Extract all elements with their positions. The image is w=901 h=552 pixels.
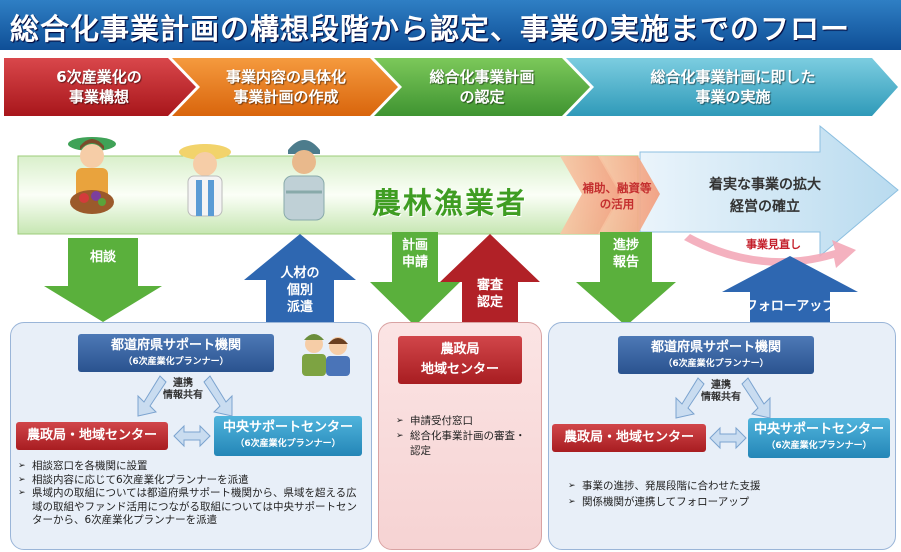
right-pref-support-label: 都道府県サポート機関: [650, 340, 781, 355]
review-arrow: [684, 234, 856, 268]
right-link-label: 連携 情報共有: [701, 380, 741, 403]
report-arrow: [576, 232, 676, 326]
left-central-sub: （6次産業化プランナー）: [235, 439, 341, 449]
right-central-box: 中央サポートセンター （6次産業化プランナー）: [748, 418, 890, 458]
report-label: 進捗 報告: [612, 238, 639, 270]
left-bullet-item: 県域内の取組については都道府県サポート機関から、県域を超える広域の取組やファンド…: [18, 487, 360, 528]
left-bullet-item: 相談内容に応じて6次産業化プランナーを派遣: [18, 474, 360, 488]
dispatch-arrow: [244, 234, 356, 326]
support-chevron-1: [560, 156, 622, 234]
apply-label: 計画 申請: [401, 238, 428, 270]
flow-arrows: [44, 232, 858, 326]
middle-office-box: 農政局 地域センター: [398, 336, 522, 384]
left-pref-support-sub: （6次産業化プランナー）: [123, 357, 229, 367]
consult-label: 相談: [89, 250, 116, 265]
left-central-label: 中央サポートセンター: [222, 420, 353, 435]
followup-label: フォローアップ: [744, 299, 836, 314]
left-pref-support-label: 都道府県サポート機関: [110, 338, 241, 353]
support-chevron-2: [598, 156, 660, 234]
farmer-man-illustration: [179, 144, 231, 217]
page-title: 総合化事業計画の構想段階から認定、事業の実施までのフロー: [10, 12, 851, 46]
step-2-chevron: [172, 58, 398, 116]
right-exchange-arrow: [709, 426, 747, 450]
right-pref-support-box: 都道府県サポート機関 （6次産業化プランナー）: [618, 336, 814, 374]
farmer-band: [17, 124, 899, 268]
apply-arrow: [370, 232, 460, 326]
left-link-arrows: [137, 375, 233, 417]
middle-bullet-list: 申請受付窓口 総合化事業計画の審査・認定: [396, 414, 532, 459]
review-label: 事業見直し: [746, 238, 801, 251]
left-central-box: 中央サポートセンター （6次産業化プランナー）: [214, 416, 362, 456]
certify-label: 審査 認定: [476, 278, 503, 310]
right-bullet-item: 事業の進捗、発展段階に合わせた支援: [568, 478, 878, 494]
dispatch-label: 人材の 個別 派遣: [280, 266, 320, 315]
middle-bullet-item: 申請受付窓口: [396, 414, 532, 429]
farmers-label: 農林漁業者: [372, 186, 528, 220]
step-3-label: 総合化事業計画 の認定: [429, 68, 535, 106]
consulting-people-illustration: [302, 334, 350, 376]
left-regional-box: 農政局・地域センター: [16, 422, 168, 450]
support-label: 補助、融資等 の活用: [582, 181, 652, 211]
step-chevrons: [4, 58, 898, 116]
left-link-label: 連携 情報共有: [163, 378, 203, 401]
right-regional-box: 農政局・地域センター: [552, 424, 706, 452]
left-pref-support-box: 都道府県サポート機関 （6次産業化プランナー）: [78, 334, 274, 372]
result-label: 着実な事業の拡大 経営の確立: [709, 177, 821, 215]
step-1-label: 6次産業化の 事業構想: [56, 68, 142, 106]
followup-arrow: [722, 256, 858, 322]
left-exchange-arrow: [173, 424, 211, 448]
right-bullet-item: 関係機関が連携してフォローアップ: [568, 494, 878, 510]
title-bar: 総合化事業計画の構想段階から認定、事業の実施までのフロー: [0, 0, 901, 50]
result-arrow: [639, 124, 899, 258]
step-3-chevron: [374, 58, 590, 116]
farmer-woman-illustration: [68, 137, 116, 214]
middle-bullet-item: 総合化事業計画の審査・認定: [396, 429, 532, 459]
step-1-chevron: [4, 58, 196, 116]
left-bullet-list: 相談窓口を各機関に設置 相談内容に応じて6次産業化プランナーを派遣 県域内の取組…: [18, 460, 360, 528]
certify-arrow: [440, 234, 540, 326]
fisherman-illustration: [283, 140, 325, 221]
left-bullet-item: 相談窓口を各機関に設置: [18, 460, 360, 474]
right-link-arrows: [675, 377, 771, 419]
right-central-sub: （6次産業化プランナー）: [766, 441, 872, 451]
right-central-label: 中央サポートセンター: [753, 422, 884, 437]
right-pref-support-sub: （6次産業化プランナー）: [663, 359, 769, 369]
step-4-label: 総合化事業計画に即した 事業の実施: [650, 68, 816, 106]
right-bullet-list: 事業の進捗、発展段階に合わせた支援 関係機関が連携してフォローアップ: [568, 478, 878, 510]
step-2-label: 事業内容の具体化 事業計画の作成: [225, 68, 346, 106]
consult-arrow: [44, 238, 162, 322]
step-4-chevron: [566, 58, 898, 116]
